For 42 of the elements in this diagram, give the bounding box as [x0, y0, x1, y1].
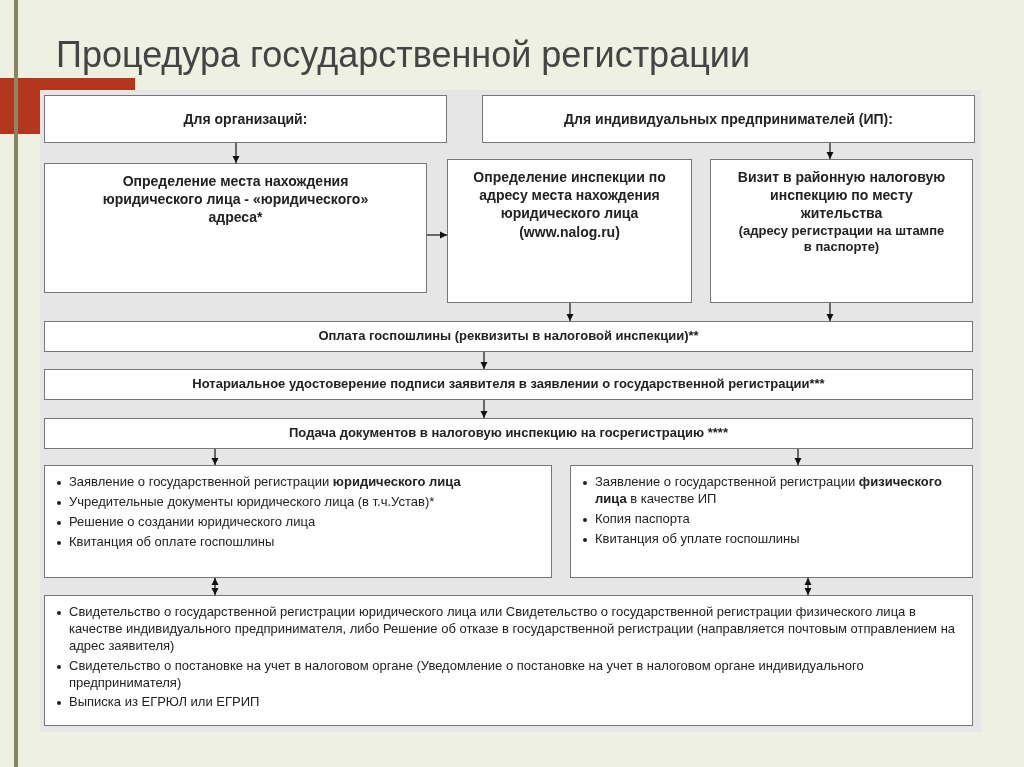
box-text: (адресу регистрации на штампе в паспорте)	[737, 222, 946, 257]
arrow	[826, 142, 834, 160]
arrow	[211, 448, 219, 466]
list-item: Квитанция об оплате госпошлины	[69, 533, 275, 551]
process-box	[44, 321, 973, 352]
list-box	[570, 465, 973, 578]
list-item: Копия паспорта	[595, 510, 690, 528]
list-item: Заявление о государственной регистрации юридического лица	[69, 474, 461, 491]
box-text: Определение места нахождения юридического лица - «юридического» адреса*	[101, 172, 370, 227]
box-text: Нотариальное удостоверение подписи заявителя в заявлении о государственной регистрации***	[192, 376, 825, 393]
box-text: Визит в районную налоговую инспекцию по месту жительства	[736, 168, 947, 223]
process-box	[710, 159, 973, 303]
list-item: Решение о создании юридического лица	[69, 513, 316, 531]
list-item: Свидетельство о государственной регистрации юридического лица или Свидетельство о государственной регистрации физического лица в качестве индивидуального предпринимателя, либо Решение об отказе в государственной регистрации (направляется почтовым отправлением на адрес заявителя)	[69, 604, 957, 655]
box-text: Оплата госпошлины (реквизиты в налоговой инспекции)**	[318, 328, 699, 345]
list-box	[44, 465, 552, 578]
arrow	[211, 577, 219, 596]
process-box	[482, 95, 975, 143]
process-box	[44, 369, 973, 400]
arrow	[566, 302, 574, 322]
arrow	[480, 399, 488, 419]
process-box	[44, 418, 973, 449]
process-box	[44, 163, 427, 293]
box-text: Для индивидуальных предпринимателей (ИП):	[564, 109, 893, 129]
list-box	[44, 595, 973, 726]
process-box	[447, 159, 692, 303]
list-item: Выписка из ЕГРЮЛ или ЕГРИП	[69, 694, 260, 712]
arrow	[480, 351, 488, 370]
slide-title: Процедура государственной регистрации	[56, 33, 750, 77]
list-item: Учредительные документы юридического лица (в т.ч.Устав)*	[69, 493, 435, 511]
arrow	[426, 231, 448, 239]
arrow	[232, 142, 240, 164]
process-box	[44, 95, 447, 143]
arrow	[794, 448, 802, 466]
box-text: Подача документов в налоговую инспекцию на госрегистрацию ****	[289, 425, 728, 442]
list-item: Заявление о государственной регистрации физического лица в качестве ИП	[595, 474, 943, 508]
box-text: Определение инспекции по адресу места нахождения юридического лица (www.nalog.ru)	[472, 168, 667, 241]
arrow	[826, 302, 834, 322]
list-item: Свидетельство о постановке на учет в налоговом органе (Уведомление о постановке на учет в налоговом органе индивидуального предпринимателя)	[69, 657, 865, 692]
arrow	[804, 577, 812, 596]
list-item: Квитанция об уплате госпошлины	[595, 530, 800, 548]
box-text: Для организаций:	[183, 109, 308, 129]
